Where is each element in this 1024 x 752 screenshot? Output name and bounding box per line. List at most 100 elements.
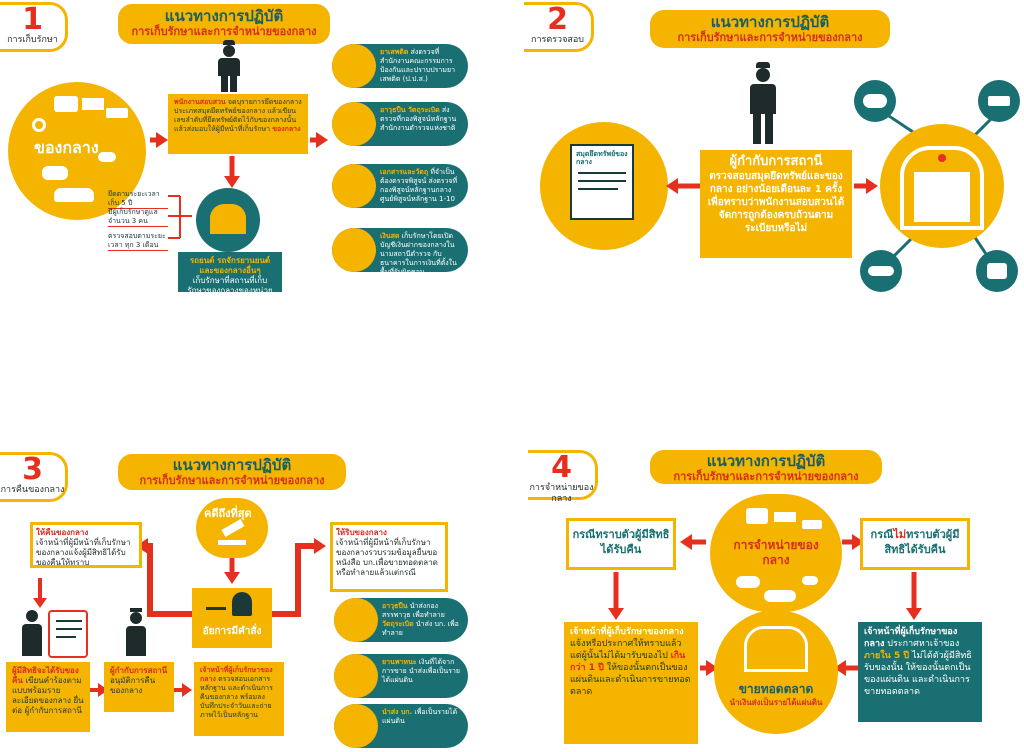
car-circle — [860, 250, 902, 292]
gun-circle — [978, 80, 1020, 122]
auction-subtitle: นำเงินส่งเป็นรายได้แผ่นดิน — [729, 698, 823, 707]
evidence-circle: ของกลาง — [8, 82, 146, 220]
step-label: การเก็บรักษา — [7, 35, 58, 45]
banner-subtitle: การเก็บรักษาและการจำหน่ายของกลาง — [673, 470, 859, 483]
banner-title: แนวทางการปฏิบัติ — [710, 13, 830, 31]
banner-title: แนวทางการปฏิบัติ — [164, 7, 284, 25]
gun-icon — [106, 108, 128, 118]
ledger-document-icon: สมุดยึดทรัพย์ของกลาง — [570, 144, 634, 220]
treasure-chest-icon — [746, 508, 768, 524]
investigator-text: จดบุรายการยึดของกลาง ประเภทสมุดยึดทรัพย์… — [174, 98, 302, 133]
banner-title: แนวทางการปฏิบัติ — [172, 456, 292, 474]
keeper-text: ตรวจสอบเอกสารหลักฐาน และดำเนินการคืนของก… — [200, 675, 273, 719]
gun-title: อาวุธปืน วัตถุระเบิด — [380, 106, 440, 114]
auction-title: ขายทอดตลาด — [738, 682, 814, 696]
known-owner-box: กรณีทราบตัวผู้มีสิทธิได้รับคืน — [566, 518, 676, 570]
vehicle-icon — [334, 654, 378, 698]
known-owner-action-period: เกินกว่า 1 ปี — [570, 651, 686, 673]
confiscate-text: เจ้าหน้าที่ผู้มีหน้าที่เก็บรักษาของกลางร… — [336, 538, 438, 577]
gun-disposal-pill: อาวุธปืน นำส่งกองสรรพาวุธ เพื่อทำลายวัตถ… — [334, 598, 468, 642]
prosecutor-icon — [232, 592, 252, 616]
step-badge-3: 3 การคืนของกลาง — [0, 452, 68, 502]
car-icon — [764, 590, 796, 602]
scales-icon — [206, 596, 226, 610]
gun-text: ส่งตรวจที่กองพิสูจน์หลักฐาน สำนักงานตำรว… — [380, 106, 457, 132]
flow-arrows — [608, 534, 922, 676]
keeper-title: เจ้าหน้าที่ผู้เก็บรักษาของกลาง — [200, 666, 273, 683]
guideline-banner: แนวทางการปฏิบัติ การเก็บรักษาและการจำหน่… — [650, 450, 882, 484]
gun-icon — [334, 598, 378, 642]
step-number: 4 — [551, 450, 572, 485]
investigator-title: พนักงานสอบสวน — [174, 98, 226, 106]
keeper-box: เจ้าหน้าที่ผู้เก็บรักษาของกลาง ตรวจสอบเอ… — [194, 662, 284, 736]
step-number: 1 — [22, 2, 43, 37]
unknown-owner-prefix: กรณี — [870, 528, 894, 541]
step-badge-2: 2 การตรวจสอบ — [524, 2, 594, 52]
prosecutor-label: อัยการมีคำสั่ง — [202, 626, 262, 637]
panel-disposal: 4 การจำหน่ายของกลาง แนวทางการปฏิบัติ การ… — [520, 450, 1024, 752]
treasure-chest-icon — [54, 96, 78, 112]
claimant-title: ผู้มีสิทธิจะได้รับของคืน — [12, 666, 79, 685]
vehicle-sale-pill: ยานพาหนะ เงินที่ได้จากการขาย นำส่งเพื่อเ… — [334, 654, 468, 698]
claimant-icon — [20, 610, 44, 656]
investigator-box: พนักงานสอบสวน จดบุรายการยึดของกลาง ประเภ… — [168, 94, 308, 154]
drug-pill: ยาเสพติด ส่งตรวจที่สำนักงานคณะกรรมการป้อ… — [332, 44, 468, 88]
document-title: เอกสารและวัตถุ — [380, 168, 429, 176]
known-owner-action-end: ให้ของนั้นตกเป็นของแผ่นดินและดำเนินการขา… — [570, 663, 691, 697]
known-owner-action-text: แจ้งหรือประกาศให้ทราบแล้ว แต่ผู้นั้นไม่ไ… — [570, 639, 682, 661]
storage-circle — [880, 124, 1004, 248]
guideline-banner: แนวทางการปฏิบัติ การเก็บรักษาและการจำหน่… — [118, 454, 346, 490]
step-label: การตรวจสอบ — [531, 35, 584, 45]
gun-disposal-text: นำส่งกองสรรพาวุธ เพื่อทำลาย — [382, 602, 445, 619]
cash-remit-text: เพื่อเป็นรายได้แผ่นดิน — [382, 708, 458, 725]
gun-icon — [988, 96, 1010, 106]
step-number: 3 — [22, 452, 43, 487]
known-owner-text: กรณีทราบตัวผู้มีสิทธิได้รับคืน — [572, 528, 670, 556]
unknown-owner-action-box: เจ้าหน้าที่ผู้เก็บรักษาของกลาง ประกาศหาเ… — [858, 622, 982, 722]
superintendent-box: ผู้กำกับการสถานี ตรวจสอบสมุดยึดทรัพย์และ… — [700, 150, 852, 258]
banner-subtitle: การเก็บรักษาและการจำหน่ายของกลาง — [677, 31, 863, 44]
auction-circle: ขายทอดตลาด นำเงินส่งเป็นรายได้แผ่นดิน — [714, 610, 838, 734]
guideline-banner: แนวทางการปฏิบัติ การเก็บรักษาและการจำหน่… — [118, 4, 330, 44]
panel-inspection: 2 การตรวจสอบ แนวทางการปฏิบัติ การเก็บรัก… — [520, 0, 1024, 300]
warehouse-circle — [196, 188, 260, 252]
confiscate-head: ให้ริบของกลาง — [336, 528, 387, 537]
step-number: 2 — [547, 2, 568, 37]
retention-label: ยึดตามระยะเวลาเก็บ 5 ปี — [108, 190, 168, 209]
known-owner-action-head: เจ้าหน้าที่ผู้เก็บรักษาของกลาง — [570, 627, 684, 637]
cash-icon — [334, 704, 378, 748]
superintendent-title: ผู้กำกับการสถานี — [729, 154, 823, 169]
pills-icon — [98, 152, 116, 162]
return-head: ให้คืนของกลาง — [36, 528, 89, 537]
cash-pill: เงินสด เก็บรักษาโดยเปิดบัญชีเงินฝากของกล… — [332, 228, 468, 276]
vehicle-sale-title: ยานพาหนะ — [382, 658, 417, 666]
auction-crowd-icon — [744, 626, 808, 672]
unknown-owner-action-end: ไม่ได้ตัวผู้มีสิทธิรับของนั้น ให้ของนั้น… — [864, 651, 972, 697]
step-badge-1: 1 การเก็บรักษา — [0, 2, 68, 52]
motorcycle-icon — [863, 94, 887, 108]
car-icon — [54, 188, 94, 202]
motorcycle-icon — [736, 576, 760, 588]
explosive-text: นำส่ง บก. เพื่อทำลาย — [382, 620, 459, 637]
guideline-banner: แนวทางการปฏิบัติ การเก็บรักษาและการจำหน่… — [650, 10, 890, 48]
pills-icon — [802, 576, 818, 585]
step-badge-4: 4 การจำหน่ายของกลาง — [528, 450, 598, 504]
unknown-owner-action-text: ประกาศหาเจ้าของ — [887, 639, 960, 649]
warehouse-icon — [210, 204, 246, 234]
money-icon — [82, 98, 104, 110]
banner-title: แนวทางการปฏิบัติ — [706, 452, 826, 470]
final-judgment-label: คดีถึงที่สุด — [204, 507, 252, 520]
gun-icon — [802, 520, 822, 529]
step-label: การคืนของกลาง — [0, 485, 65, 495]
document-text: ที่จำเป็นต้องตรวจพิสูจน์ ส่งตรวจที่กองพิ… — [380, 168, 458, 203]
superintendent-icon — [746, 62, 780, 144]
drug-title: ยาเสพติด — [380, 48, 409, 56]
return-text: เจ้าหน้าที่ผู้มีหน้าที่เก็บรักษาของกลางแ… — [36, 538, 131, 567]
banner-subtitle: การเก็บรักษาและการจำหน่ายของกลาง — [139, 474, 325, 487]
petition-document-icon — [48, 610, 88, 658]
gun-icon — [332, 102, 376, 146]
approval-text: อนุมัติการคืนของกลาง — [110, 676, 156, 695]
unknown-owner-suffix: ทราบตัวผู้มีสิทธิได้รับคืน — [884, 528, 960, 556]
panel-return: 3 การคืนของกลาง แนวทางการปฏิบัติ การเก็บ… — [0, 450, 500, 752]
unknown-owner-action-head: เจ้าหน้าที่ผู้เก็บรักษาของกลาง — [864, 627, 958, 649]
